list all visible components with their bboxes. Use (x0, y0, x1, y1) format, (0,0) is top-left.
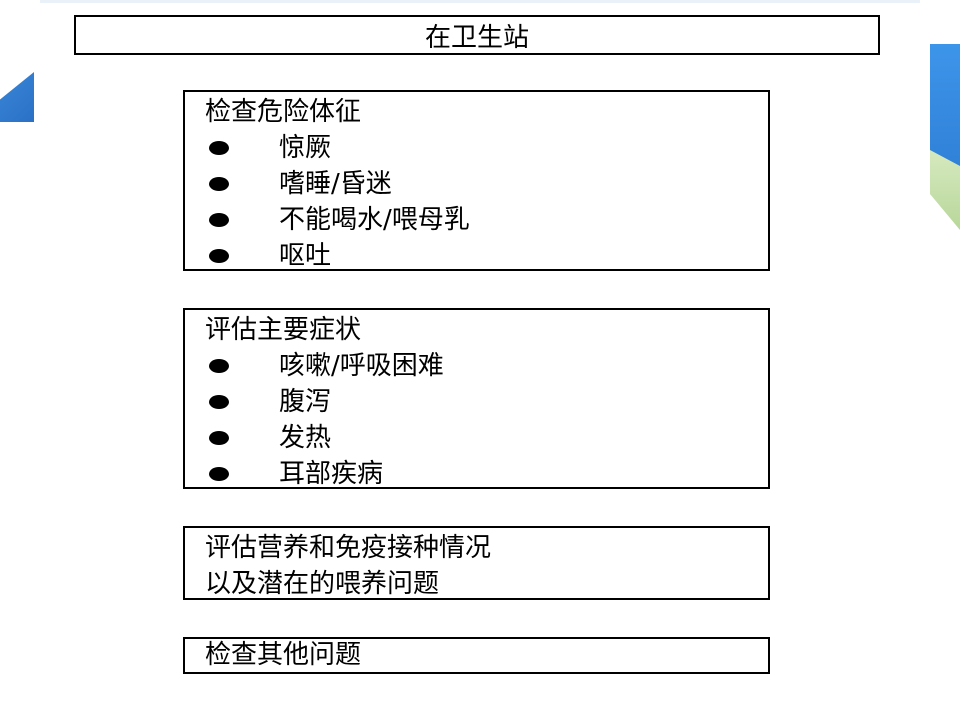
list-item-label: 呕吐 (279, 241, 332, 271)
nutrition-assessment-box: 评估营养和免疫接种情况 以及潜在的喂养问题 (183, 526, 770, 600)
other-problems-box: 检查其他问题 (183, 637, 770, 674)
left-blue-decoration (0, 72, 34, 122)
list-item-label: 耳部疾病 (279, 459, 384, 489)
bullet-icon (209, 395, 229, 409)
list-item-label: 惊厥 (279, 133, 332, 163)
list-item: 惊厥 (205, 130, 768, 166)
list-item: 发热 (205, 420, 768, 456)
list-item-label: 嗜睡/昏迷 (279, 169, 392, 199)
list-item: 耳部疾病 (205, 456, 768, 492)
main-symptoms-list: 咳嗽/呼吸困难 腹泻 发热 耳部疾病 (205, 348, 768, 492)
nutrition-assessment-line-1: 评估营养和免疫接种情况 (205, 533, 492, 563)
danger-signs-heading: 检查危险体征 (205, 97, 362, 127)
list-item: 腹泻 (205, 384, 768, 420)
bullet-icon (209, 177, 229, 191)
bullet-icon (209, 141, 229, 155)
list-item-label: 腹泻 (279, 387, 332, 417)
list-item: 不能喝水/喂母乳 (205, 202, 768, 238)
title-box: 在卫生站 (74, 15, 880, 55)
danger-signs-list: 惊厥 嗜睡/昏迷 不能喝水/喂母乳 呕吐 (205, 130, 768, 274)
danger-signs-box: 检查危险体征 惊厥 嗜睡/昏迷 不能喝水/喂母乳 呕吐 (183, 90, 770, 271)
title-text: 在卫生站 (424, 22, 529, 53)
list-item: 嗜睡/昏迷 (205, 166, 768, 202)
bullet-icon (209, 467, 229, 481)
bullet-icon (209, 249, 229, 263)
list-item: 咳嗽/呼吸困难 (205, 348, 768, 384)
bullet-icon (209, 431, 229, 445)
top-decoration-bar (40, 0, 920, 3)
main-symptoms-box: 评估主要症状 咳嗽/呼吸困难 腹泻 发热 耳部疾病 (183, 308, 770, 489)
list-item: 呕吐 (205, 238, 768, 274)
other-problems-text: 检查其他问题 (205, 640, 362, 670)
list-item-label: 发热 (279, 423, 332, 453)
main-symptoms-heading: 评估主要症状 (205, 315, 362, 345)
nutrition-assessment-line-2: 以及潜在的喂养问题 (205, 569, 440, 599)
list-item-label: 不能喝水/喂母乳 (279, 205, 470, 235)
list-item-label: 咳嗽/呼吸困难 (279, 351, 444, 381)
bullet-icon (209, 213, 229, 227)
bullet-icon (209, 359, 229, 373)
